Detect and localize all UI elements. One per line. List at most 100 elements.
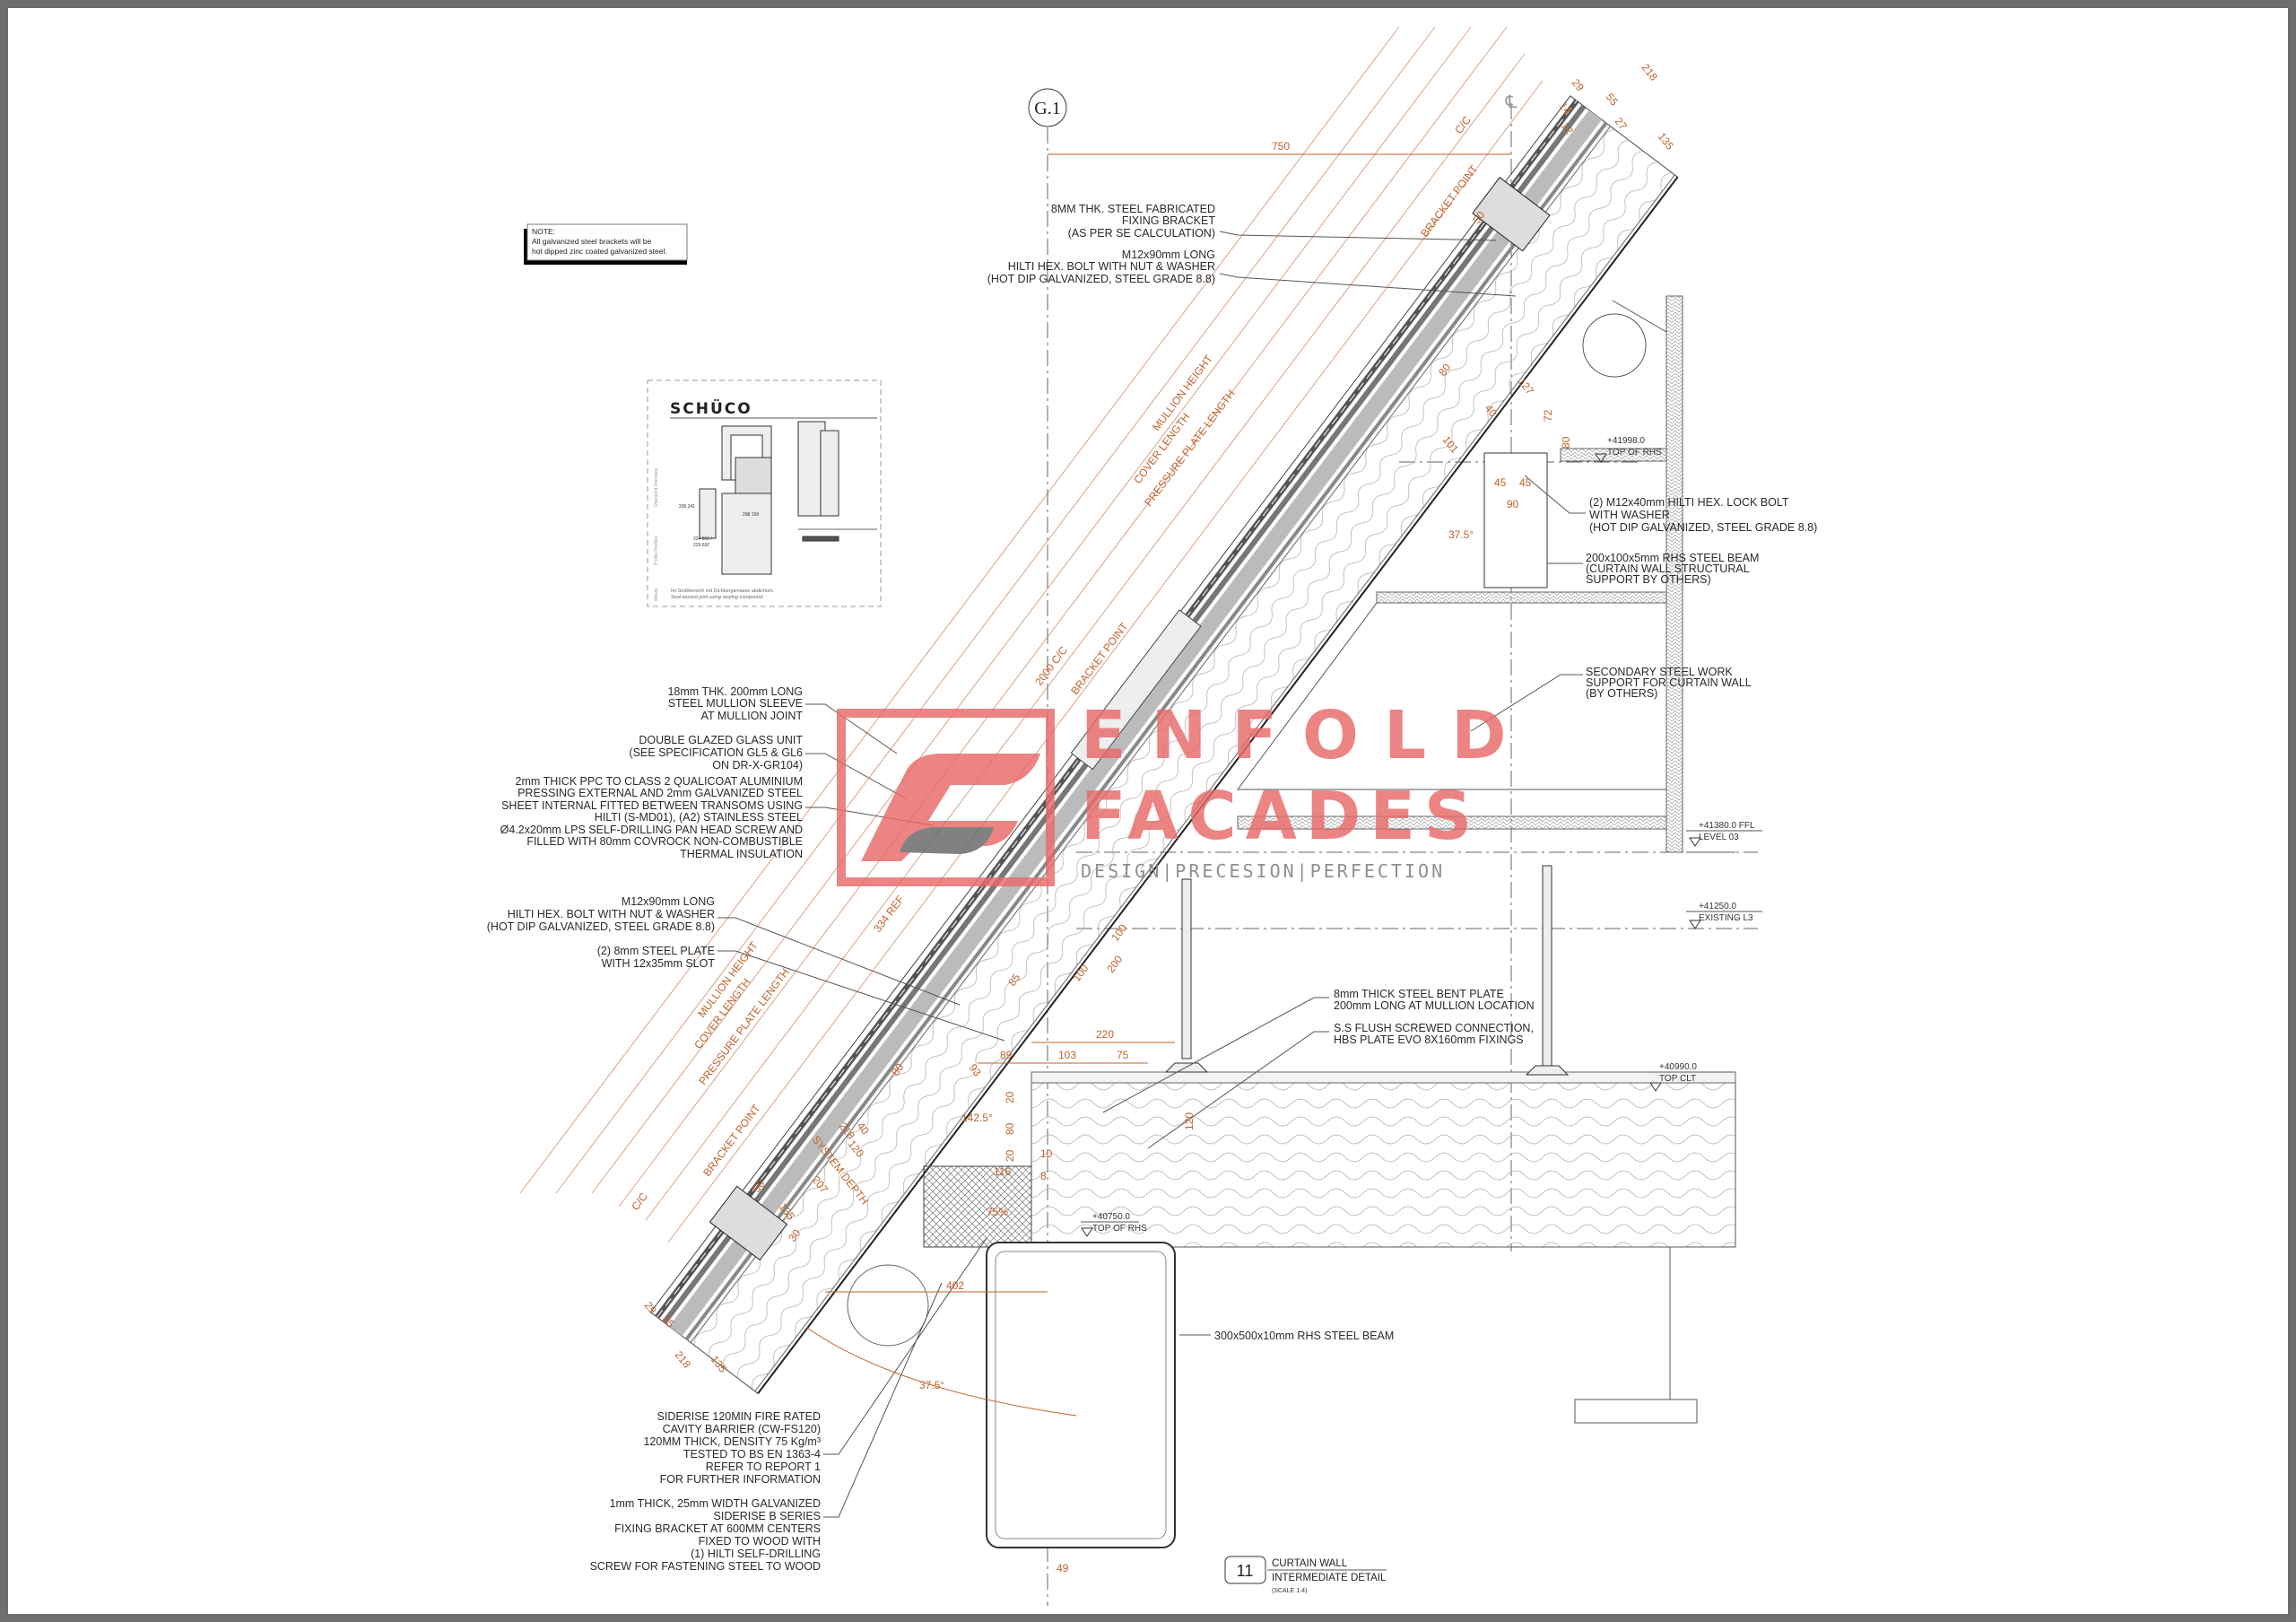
svg-text:TOP OF RHS: TOP OF RHS	[1607, 448, 1662, 458]
insulation-infill	[690, 125, 1676, 1392]
general-note: NOTE: All galvanized steel brackets will…	[524, 223, 688, 265]
svg-text:TESTED TO BS EN 1363-4: TESTED TO BS EN 1363-4	[683, 1448, 821, 1461]
svg-text:HILTI HEX. BOLT WITH NUT & WAS: HILTI HEX. BOLT WITH NUT & WASHER	[1008, 260, 1215, 273]
svg-text:S.S FLUSH SCREWED CONNECTION,: S.S FLUSH SCREWED CONNECTION,	[1334, 1022, 1534, 1034]
svg-text:200mm LONG AT MULLION LOCATION: 200mm LONG AT MULLION LOCATION	[1334, 999, 1535, 1012]
svg-text:CAVITY BARRIER (CW-FS120): CAVITY BARRIER (CW-FS120)	[663, 1423, 821, 1435]
note-flush-connection: S.S FLUSH SCREWED CONNECTION, HBS PLATE …	[1334, 1022, 1534, 1046]
svg-text:120MM THICK, DENSITY 75 Kg/m³: 120MM THICK, DENSITY 75 Kg/m³	[643, 1435, 821, 1448]
svg-text:1mm THICK, 25mm WIDTH GALVANIZ: 1mm THICK, 25mm WIDTH GALVANIZED	[610, 1497, 821, 1510]
svg-text:hot dipped zinc coated galvani: hot dipped zinc coated galvanized steel.	[532, 247, 667, 256]
rhs-200x100-beam	[1483, 452, 1548, 589]
schuco-logo: SCHÜCO	[670, 398, 752, 418]
svg-text:(HOT DIP GALVANIZED, STEEL GRA: (HOT DIP GALVANIZED, STEEL GRADE 8.8)	[487, 920, 715, 933]
note-siderise-bracket: 1mm THICK, 25mm WIDTH GALVANIZEDSIDERISE…	[590, 1497, 821, 1573]
mullion-sleeve	[1070, 609, 1202, 771]
svg-text:(CURTAIN WALL STRUCTURAL: (CURTAIN WALL STRUCTURAL	[1586, 562, 1750, 575]
building-structure	[847, 295, 1736, 1548]
svg-text:TOP OF RHS: TOP OF RHS	[1092, 1224, 1147, 1234]
svg-text:SUPPORT FOR CURTAIN WALL: SUPPORT FOR CURTAIN WALL	[1586, 676, 1752, 689]
svg-text:Profile Profiles: Profile Profiles	[654, 536, 659, 565]
svg-text:(SCALE 1:4): (SCALE 1:4)	[1272, 1588, 1307, 1594]
svg-text:(BY OTHERS): (BY OTHERS)	[1586, 687, 1657, 700]
svg-text:(SEE SPECIFICATION GL5 & GL6: (SEE SPECIFICATION GL5 & GL6	[629, 746, 803, 759]
svg-text:Ø4.2x20mm LPS SELF-DRILLING P: Ø4.2x20mm LPS SELF-DRILLING PAN HEAD SCR…	[500, 824, 803, 836]
mullion-bracket-bottom	[709, 1185, 788, 1261]
svg-text:DESIGN|PRECESION|PERFECTION: DESIGN|PRECESION|PERFECTION	[1081, 860, 1445, 882]
svg-text:(2) M12x40mm HILTI HEX. LOCK B: (2) M12x40mm HILTI HEX. LOCK BOLT	[1589, 496, 1789, 509]
svg-text:DOUBLE GLAZED GLASS UNIT: DOUBLE GLAZED GLASS UNIT	[639, 734, 803, 746]
svg-text:8MM THK. STEEL FABRICATED: 8MM THK. STEEL FABRICATED	[1051, 203, 1215, 215]
dim-45b: 45	[1519, 476, 1532, 489]
dim-120-clt: 120	[1183, 1112, 1196, 1130]
svg-text:TOP CLT: TOP CLT	[1659, 1074, 1696, 1084]
svg-text:SUPPORT BY OTHERS): SUPPORT BY OTHERS)	[1586, 573, 1711, 586]
svg-text:AT MULLION JOINT: AT MULLION JOINT	[701, 710, 804, 722]
dim-75-percent: 75%	[987, 1206, 1008, 1218]
svg-text:HILTI (S-MD01), (A2) STAINLESS: HILTI (S-MD01), (A2) STAINLESS STEEL	[595, 811, 803, 824]
note-glass-unit: DOUBLE GLAZED GLASS UNIT(SEE SPECIFICATI…	[629, 734, 803, 772]
dim-75: 75	[1117, 1049, 1129, 1061]
note-pressing: 2mm THICK PPC TO CLASS 2 QUALICOAT ALUMI…	[500, 775, 803, 860]
svg-text:ENFOLD: ENFOLD	[1081, 697, 1532, 774]
svg-text:HBS PLATE EVO 8X160mm FIXINGS: HBS PLATE EVO 8X160mm FIXINGS	[1334, 1033, 1524, 1046]
mullion-bracket-top	[1472, 177, 1551, 252]
curtain-wall-section	[649, 95, 1679, 1394]
svg-text:CURTAIN WALL: CURTAIN WALL	[1272, 1558, 1348, 1569]
leader-lines	[718, 231, 1586, 1518]
dim-90: 90	[1507, 498, 1519, 510]
dim-20b: 20	[1004, 1149, 1016, 1162]
dim-220: 220	[1096, 1028, 1114, 1041]
dim-80-v: 80	[1004, 1122, 1016, 1135]
svg-text:+41998.0: +41998.0	[1607, 436, 1645, 446]
svg-text:FIXING BRACKET AT 600MM CENTER: FIXING BRACKET AT 600MM CENTERS	[614, 1522, 821, 1535]
svg-text:224 816 /: 224 816 /	[693, 536, 712, 542]
svg-text:+41380.0 FFL: +41380.0 FFL	[1699, 821, 1755, 831]
svg-text:Seal around joint using sealin: Seal around joint using sealing compound…	[671, 595, 764, 600]
dim-45a: 45	[1494, 476, 1507, 489]
dim-80-rhs: 80	[1560, 436, 1572, 449]
cavity-barrier	[923, 1165, 1032, 1248]
inner-glass-pane	[669, 109, 1602, 1337]
svg-text:ON DR-X-GR104): ON DR-X-GR104)	[712, 759, 803, 772]
floor-slab	[1237, 815, 1667, 830]
svg-text:+41250.0: +41250.0	[1699, 902, 1736, 911]
dim-89: 89	[1000, 1049, 1013, 1061]
svg-text:SECONDARY STEEL WORK: SECONDARY STEEL WORK	[1586, 666, 1733, 678]
dim-8: 8	[1040, 1170, 1047, 1182]
svg-text:WITH 12x35mm SLOT: WITH 12x35mm SLOT	[602, 957, 716, 970]
svg-text:SHEET INTERNAL FITTED BETWEEN: SHEET INTERNAL FITTED BETWEEN TRANSOMS U…	[501, 799, 803, 812]
rhs-300x500-beam	[986, 1242, 1176, 1548]
svg-text:18mm THK. 200mm LONG: 18mm THK. 200mm LONG	[667, 685, 803, 698]
svg-text:All galvanized steel brackets: All galvanized steel brackets will be	[532, 237, 652, 246]
svg-text:LEVEL 03: LEVEL 03	[1699, 833, 1739, 842]
orthogonal-dimension-labels: 45 45 90 37.5° 220 89 103 75 142.5° 20 8…	[919, 476, 1532, 1574]
dim-116: 116	[994, 1165, 1011, 1178]
detail-number: 11	[1237, 1562, 1254, 1580]
svg-text:FIXED TO WOOD WITH: FIXED TO WOOD WITH	[699, 1535, 821, 1548]
svg-text:(2) 8mm STEEL PLATE: (2) 8mm STEEL PLATE	[597, 945, 715, 957]
svg-text:+40750.0: +40750.0	[1092, 1212, 1130, 1222]
clt-slab	[1031, 1080, 1736, 1248]
dim-750: 750	[1272, 140, 1290, 153]
svg-text:298 158: 298 158	[743, 512, 759, 518]
level-marker: +41380.0 FFL LEVEL 03	[1686, 821, 1762, 847]
svg-text:229 692: 229 692	[693, 543, 709, 548]
svg-text:INTERMEDIATE DETAIL: INTERMEDIATE DETAIL	[1272, 1573, 1387, 1583]
svg-text:(HOT DIP GALVANIZED, STEEL GRA: (HOT DIP GALVANIZED, STEEL GRADE 8.8)	[987, 273, 1215, 285]
dim-angle-142-5: 142.5°	[961, 1112, 993, 1124]
svg-text:205 241: 205 241	[679, 504, 695, 510]
svg-text:M12x90mm LONG: M12x90mm LONG	[622, 895, 715, 908]
wall	[1665, 295, 1683, 853]
dim-10: 10	[1040, 1147, 1053, 1160]
svg-text:EXISTING L3: EXISTING L3	[1699, 913, 1753, 923]
